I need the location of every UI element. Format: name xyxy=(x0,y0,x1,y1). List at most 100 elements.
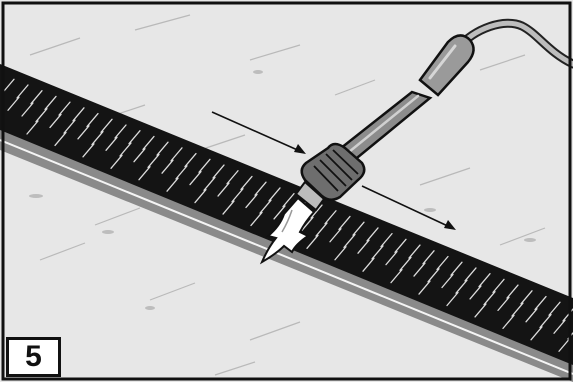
membrane-hatch xyxy=(203,176,216,191)
membrane-hatch xyxy=(343,233,356,249)
membrane-hatch xyxy=(525,308,538,323)
membrane-hatch xyxy=(147,153,160,169)
membrane-hatch xyxy=(441,273,454,289)
membrane-hatch xyxy=(455,279,468,294)
membrane-hatch xyxy=(259,199,272,214)
arrow-right-down-icon xyxy=(211,111,306,154)
membrane-hatch xyxy=(310,204,323,219)
membrane-hatch xyxy=(366,227,379,242)
membrane-hatch xyxy=(492,278,505,294)
membrane-hatch xyxy=(474,303,487,318)
membrane-hatch xyxy=(222,200,235,215)
membrane-highlight xyxy=(0,139,573,375)
surface-dots xyxy=(29,70,536,310)
membrane-hatch xyxy=(534,295,547,311)
membrane-hatch xyxy=(315,222,328,237)
membrane-hatch xyxy=(450,261,463,276)
membrane-hatch xyxy=(133,148,146,163)
step-number: 5 xyxy=(6,337,61,377)
membrane-hatch xyxy=(399,256,412,272)
membrane-hatch xyxy=(390,268,403,284)
membrane-hatch xyxy=(86,112,99,128)
membrane-hatch xyxy=(478,273,491,288)
membrane-hatch xyxy=(212,164,225,179)
membrane-hatch xyxy=(282,192,295,208)
membrane-hatch xyxy=(511,302,524,317)
membrane-hatch xyxy=(240,175,253,191)
membrane-hatch xyxy=(30,90,43,105)
membrane-hatch xyxy=(250,211,263,227)
membrane-hatch xyxy=(502,314,515,330)
membrane-hatch xyxy=(306,234,319,249)
membrane-hatch xyxy=(184,152,197,168)
membrane-hatch xyxy=(110,154,123,169)
membrane-hatch xyxy=(394,238,407,254)
membrane-hatch xyxy=(357,239,370,254)
heat-torch-icon xyxy=(294,34,475,212)
membrane-hatch xyxy=(268,187,281,202)
membrane-hatch xyxy=(483,291,496,306)
membrane-hatch xyxy=(161,159,174,174)
membrane-hatch xyxy=(189,170,202,186)
membrane-hatch xyxy=(446,291,459,307)
membrane-hatch xyxy=(2,78,15,93)
membrane-hatch xyxy=(362,257,375,272)
membrane-hatch xyxy=(418,280,431,295)
membrane-strip-shadow xyxy=(0,127,573,382)
membrane-hatch xyxy=(166,177,179,192)
membrane-hatch xyxy=(100,118,113,133)
membrane-hatch xyxy=(175,165,188,180)
membrane-hatch xyxy=(385,250,398,266)
membrane-hatch xyxy=(194,188,207,204)
membrane-hatch xyxy=(273,205,286,220)
membrane-hatch xyxy=(553,319,566,334)
membrane-hatch xyxy=(44,95,57,111)
membrane-hatch xyxy=(548,301,561,316)
membrane-hatch xyxy=(91,130,104,146)
membrane-hatch xyxy=(156,141,169,156)
membrane-hatch xyxy=(21,102,34,117)
membrane-hatch xyxy=(254,181,267,196)
membrane-hatch xyxy=(26,120,39,135)
membrane-hatch xyxy=(324,210,337,225)
flame-icon xyxy=(259,196,316,265)
membrane-hatch xyxy=(198,158,211,173)
membrane-hatch xyxy=(63,119,76,134)
membrane-hatch xyxy=(506,284,519,299)
membrane-hatch xyxy=(371,245,384,260)
membrane-hatch xyxy=(497,296,510,312)
membrane-hatch xyxy=(520,290,533,305)
membrane-hatch xyxy=(329,228,342,243)
membrane-hatch xyxy=(35,108,48,123)
membrane-hatch xyxy=(464,267,477,282)
membrane-hatch xyxy=(105,136,118,151)
membrane-hatch xyxy=(58,101,71,116)
membrane-hatch xyxy=(408,244,421,259)
membrane-hatch xyxy=(142,135,155,151)
membrane-hatch xyxy=(469,285,482,300)
membrane-hatch xyxy=(301,216,314,231)
membrane-hatch xyxy=(72,107,85,122)
membrane-hatch xyxy=(530,326,543,341)
membrane-hatch xyxy=(245,193,258,209)
membrane-hatch xyxy=(128,130,141,145)
membrane-hatch xyxy=(7,96,20,111)
membrane-hatch xyxy=(119,142,132,157)
membrane-hatch xyxy=(170,147,183,162)
membrane-hatch xyxy=(231,188,244,203)
membrane-hatch xyxy=(352,221,365,236)
membrane-hatch xyxy=(380,232,393,248)
membrane-hatch xyxy=(49,113,62,129)
membrane-hatch xyxy=(114,124,127,139)
membrane-hatch xyxy=(539,313,552,329)
membrane-hatch xyxy=(226,170,239,185)
membrane-hatch xyxy=(427,268,440,283)
membrane-hatch xyxy=(558,337,571,352)
membrane-hatch xyxy=(77,125,90,140)
arrow-right-down-icon xyxy=(361,185,456,230)
membrane-hatch xyxy=(217,182,230,197)
membrane-hatch xyxy=(138,166,151,181)
membrane-hatch xyxy=(54,131,67,147)
